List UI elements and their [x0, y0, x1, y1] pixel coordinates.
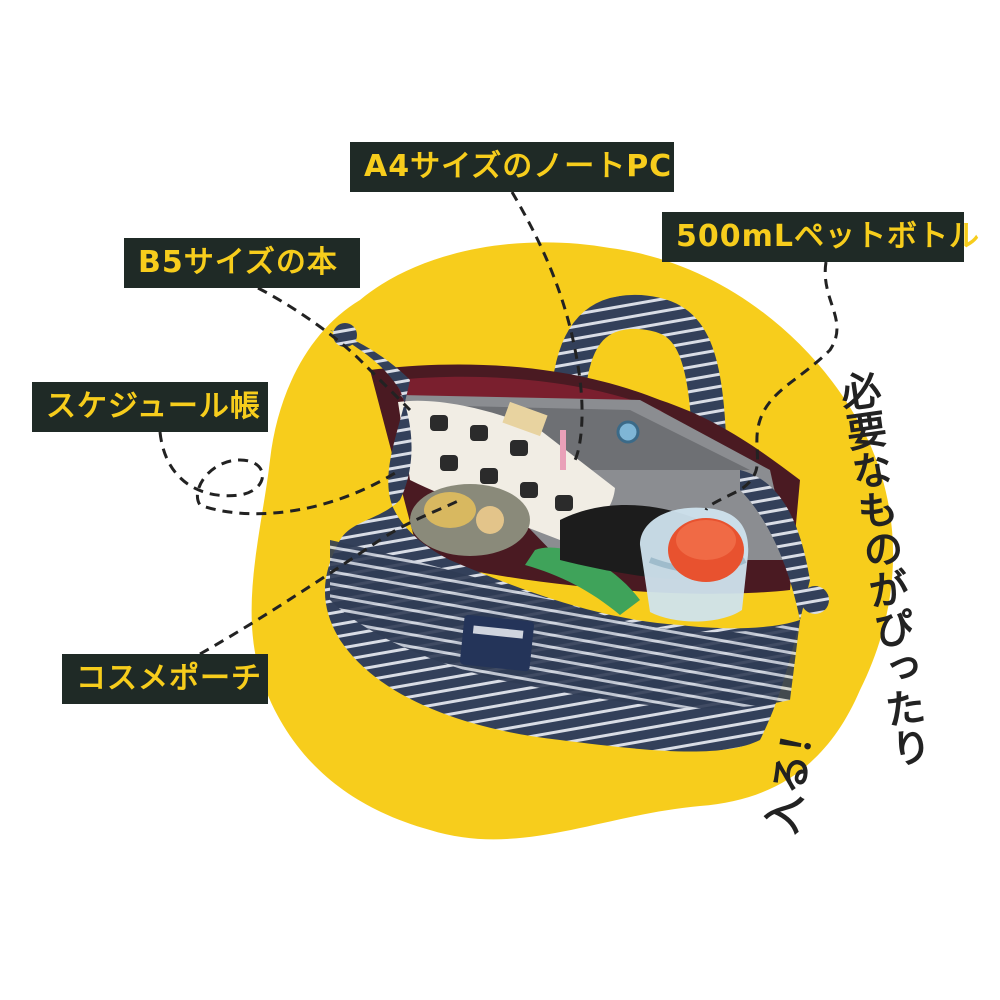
- bag-handle: [551, 294, 727, 487]
- leader-500: [704, 261, 839, 511]
- label-500ml-bottle: 500mLペットボトル: [662, 212, 979, 262]
- leader-cosme: [199, 498, 461, 656]
- bag-patch: [459, 614, 535, 672]
- leader-b5: [257, 286, 412, 412]
- label-b5-book: B5サイズの本: [124, 238, 360, 288]
- label-schedule-book: スケジュール帳: [32, 382, 268, 432]
- label-cosme-pouch: コスメポーチ: [62, 654, 268, 704]
- leader-a4: [510, 191, 584, 461]
- label-a4-laptop: A4サイズのノートPC: [350, 142, 674, 192]
- leader-schedule: [158, 431, 401, 516]
